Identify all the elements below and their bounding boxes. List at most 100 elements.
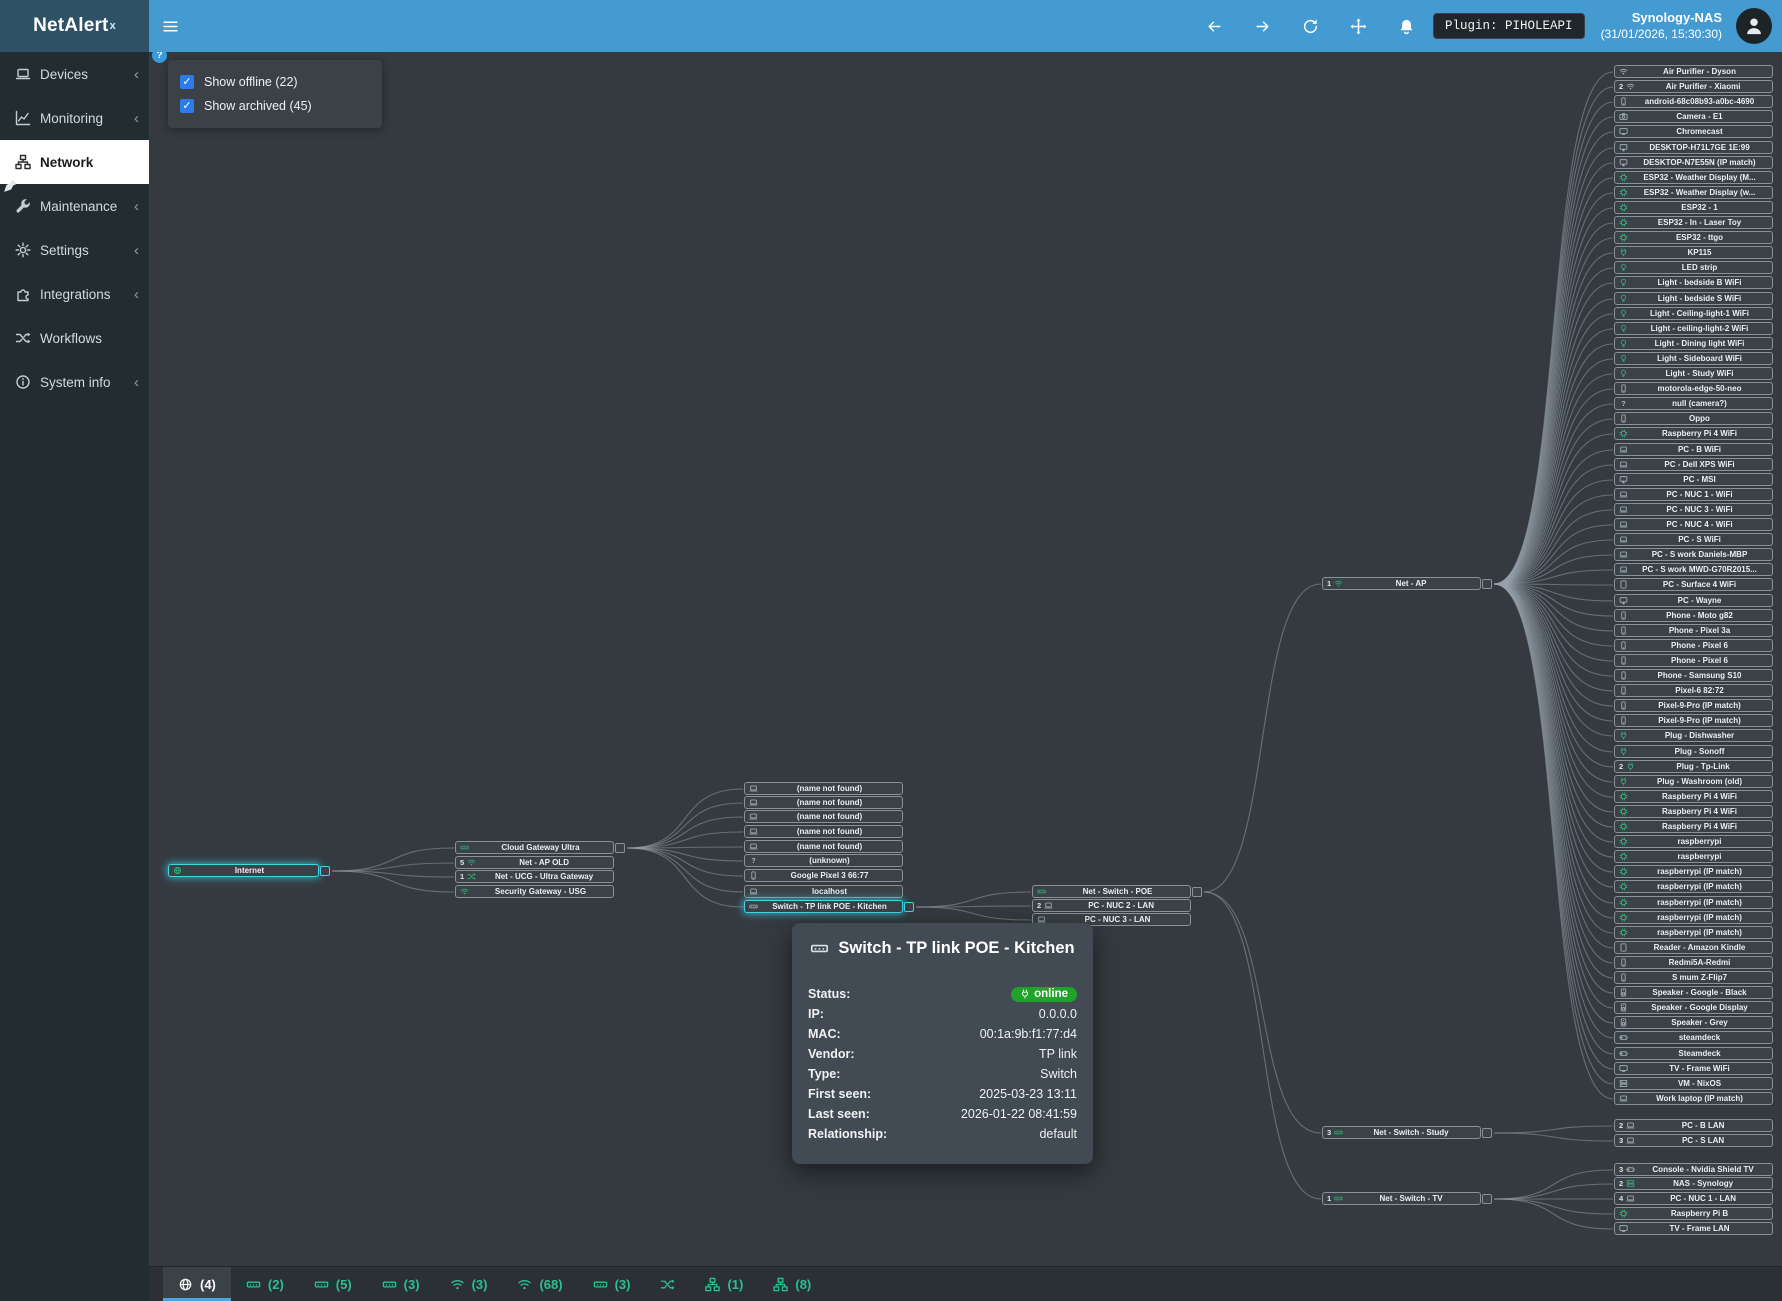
back-button[interactable] bbox=[1193, 0, 1235, 52]
sidebar-toggle-button[interactable] bbox=[149, 0, 191, 52]
node-pc-nuc-3-wifi[interactable]: PC - NUC 3 - WiFi bbox=[1614, 503, 1773, 516]
sidebar-item-workflows[interactable]: Workflows bbox=[0, 316, 149, 360]
node-collapse-button[interactable] bbox=[1482, 579, 1492, 589]
node-oppo[interactable]: Oppo bbox=[1614, 412, 1773, 425]
node-google-pixel-3-66-77[interactable]: Google Pixel 3 66:77 bbox=[744, 869, 903, 882]
view-tab-switch-2[interactable]: (5) bbox=[299, 1267, 367, 1301]
node-raspberrypi-ip-match[interactable]: raspberrypi (IP match) bbox=[1614, 911, 1773, 924]
node-desktop-n7e55n-ip-match[interactable]: DESKTOP-N7E55N (IP match) bbox=[1614, 156, 1773, 169]
node-null-camera[interactable]: ?null (camera?) bbox=[1614, 397, 1773, 410]
view-tab-shuffle-7[interactable] bbox=[645, 1267, 690, 1301]
node-name-not-found[interactable]: (name not found) bbox=[744, 840, 903, 853]
node-security-gateway-usg[interactable]: Security Gateway - USG bbox=[455, 885, 614, 898]
view-tab-wifi-4[interactable]: (3) bbox=[435, 1267, 503, 1301]
node-name-not-found[interactable]: (name not found) bbox=[744, 796, 903, 809]
node-unknown[interactable]: ?(unknown) bbox=[744, 854, 903, 867]
node-raspberrypi-ip-match[interactable]: raspberrypi (IP match) bbox=[1614, 880, 1773, 893]
sidebar-item-settings[interactable]: Settings‹ bbox=[0, 228, 149, 272]
node-speaker-grey[interactable]: Speaker - Grey bbox=[1614, 1016, 1773, 1029]
node-steamdeck[interactable]: Steamdeck bbox=[1614, 1047, 1773, 1060]
node-switch-tp-link-poe-kitchen[interactable]: Switch - TP link POE - Kitchen bbox=[744, 900, 914, 913]
node-raspberrypi[interactable]: raspberrypi bbox=[1614, 850, 1773, 863]
node-light-bedside-b-wifi[interactable]: Light - bedside B WiFi bbox=[1614, 276, 1773, 289]
node-name-not-found[interactable]: (name not found) bbox=[744, 810, 903, 823]
node-vm-nixos[interactable]: VM - NixOS bbox=[1614, 1077, 1773, 1090]
view-tab-sitemap-9[interactable]: (8) bbox=[758, 1267, 826, 1301]
node-raspberrypi-ip-match[interactable]: raspberrypi (IP match) bbox=[1614, 926, 1773, 939]
node-air-purifier-dyson[interactable]: Air Purifier - Dyson bbox=[1614, 65, 1773, 78]
node-light-ceiling-light-1-wifi[interactable]: Light - Ceiling-light-1 WiFi bbox=[1614, 307, 1773, 320]
node-work-laptop-ip-match[interactable]: Work laptop (IP match) bbox=[1614, 1092, 1773, 1105]
view-tab-switch-1[interactable]: (2) bbox=[231, 1267, 299, 1301]
show-archived-checkbox[interactable]: ✓ bbox=[180, 99, 194, 113]
node-pc-nuc-1-wifi[interactable]: PC - NUC 1 - WiFi bbox=[1614, 488, 1773, 501]
node-localhost[interactable]: localhost bbox=[744, 885, 903, 898]
node-esp32-in-laser-toy[interactable]: ESP32 - In - Laser Toy bbox=[1614, 216, 1773, 229]
node-pc-dell-xps-wifi[interactable]: PC - Dell XPS WiFi bbox=[1614, 458, 1773, 471]
node-tv-frame-lan[interactable]: TV - Frame LAN bbox=[1614, 1222, 1773, 1235]
node-chromecast[interactable]: Chromecast bbox=[1614, 125, 1773, 138]
node-name-not-found[interactable]: (name not found) bbox=[744, 825, 903, 838]
node-motorola-edge-50-neo[interactable]: motorola-edge-50-neo bbox=[1614, 382, 1773, 395]
node-collapse-button[interactable] bbox=[1192, 887, 1202, 897]
node-pc-s-work-daniels-mbp[interactable]: PC - S work Daniels-MBP bbox=[1614, 548, 1773, 561]
node-light-sideboard-wifi[interactable]: Light - Sideboard WiFi bbox=[1614, 352, 1773, 365]
node-esp32-ttgo[interactable]: ESP32 - ttgo bbox=[1614, 231, 1773, 244]
node-pixel-9-pro-ip-match[interactable]: Pixel-9-Pro (IP match) bbox=[1614, 714, 1773, 727]
node-pc-wayne[interactable]: PC - Wayne bbox=[1614, 594, 1773, 607]
node-phone-pixel-6[interactable]: Phone - Pixel 6 bbox=[1614, 654, 1773, 667]
node-name-not-found[interactable]: (name not found) bbox=[744, 782, 903, 795]
node-pc-s-work-mwd-g70r2015[interactable]: PC - S work MWD-G70R2015... bbox=[1614, 563, 1773, 576]
node-light-ceiling-light-2-wifi[interactable]: Light - ceiling-light-2 WiFi bbox=[1614, 322, 1773, 335]
node-pc-msi[interactable]: PC - MSI bbox=[1614, 473, 1773, 486]
notifications-button[interactable] bbox=[1385, 0, 1427, 52]
node-raspberry-pi-4-wifi[interactable]: Raspberry Pi 4 WiFi bbox=[1614, 820, 1773, 833]
view-tab-switch-6[interactable]: (3) bbox=[578, 1267, 646, 1301]
node-pc-nuc-4-wifi[interactable]: PC - NUC 4 - WiFi bbox=[1614, 518, 1773, 531]
node-phone-samsung-s10[interactable]: Phone - Samsung S10 bbox=[1614, 669, 1773, 682]
sidebar-item-monitoring[interactable]: Monitoring‹ bbox=[0, 96, 149, 140]
user-avatar[interactable] bbox=[1736, 8, 1772, 44]
node-raspberry-pi-b[interactable]: Raspberry Pi B bbox=[1614, 1207, 1773, 1220]
node-collapse-button[interactable] bbox=[1482, 1128, 1492, 1138]
node-tv-frame-wifi[interactable]: TV - Frame WiFi bbox=[1614, 1062, 1773, 1075]
view-tab-sitemap-8[interactable]: (1) bbox=[690, 1267, 758, 1301]
node-android-68c08b93-a0bc-4690[interactable]: android-68c08b93-a0bc-4690 bbox=[1614, 95, 1773, 108]
node-net-switch-poe[interactable]: Net - Switch - POE bbox=[1032, 885, 1202, 898]
pan-mode-button[interactable] bbox=[1337, 0, 1379, 52]
node-plug-dishwasher[interactable]: Plug - Dishwasher bbox=[1614, 729, 1773, 742]
node-led-strip[interactable]: LED strip bbox=[1614, 261, 1773, 274]
node-collapse-button[interactable] bbox=[615, 843, 625, 853]
node-pc-surface-4-wifi[interactable]: PC - Surface 4 WiFi bbox=[1614, 578, 1773, 591]
node-cloud-gateway-ultra[interactable]: Cloud Gateway Ultra bbox=[455, 841, 625, 854]
sidebar-pin-icon[interactable] bbox=[3, 178, 18, 193]
node-kp115[interactable]: KP115 bbox=[1614, 246, 1773, 259]
view-tab-wifi-5[interactable]: (68) bbox=[502, 1267, 577, 1301]
sidebar-item-network[interactable]: Network bbox=[0, 140, 149, 184]
node-internet[interactable]: Internet bbox=[168, 864, 330, 877]
refresh-button[interactable] bbox=[1289, 0, 1331, 52]
node-plug-washroom-old[interactable]: Plug - Washroom (old) bbox=[1614, 775, 1773, 788]
node-raspberrypi[interactable]: raspberrypi bbox=[1614, 835, 1773, 848]
show-offline-checkbox[interactable]: ✓ bbox=[180, 75, 194, 89]
node-camera-e1[interactable]: Camera - E1 bbox=[1614, 110, 1773, 123]
view-tab-switch-3[interactable]: (3) bbox=[367, 1267, 435, 1301]
node-collapse-button[interactable] bbox=[320, 866, 330, 876]
node-raspberrypi-ip-match[interactable]: raspberrypi (IP match) bbox=[1614, 865, 1773, 878]
sidebar-item-devices[interactable]: Devices‹ bbox=[0, 52, 149, 96]
node-collapse-button[interactable] bbox=[1482, 1194, 1492, 1204]
node-light-study-wifi[interactable]: Light - Study WiFi bbox=[1614, 367, 1773, 380]
node-pc-b-wifi[interactable]: PC - B WiFi bbox=[1614, 443, 1773, 456]
node-collapse-button[interactable] bbox=[904, 902, 914, 912]
